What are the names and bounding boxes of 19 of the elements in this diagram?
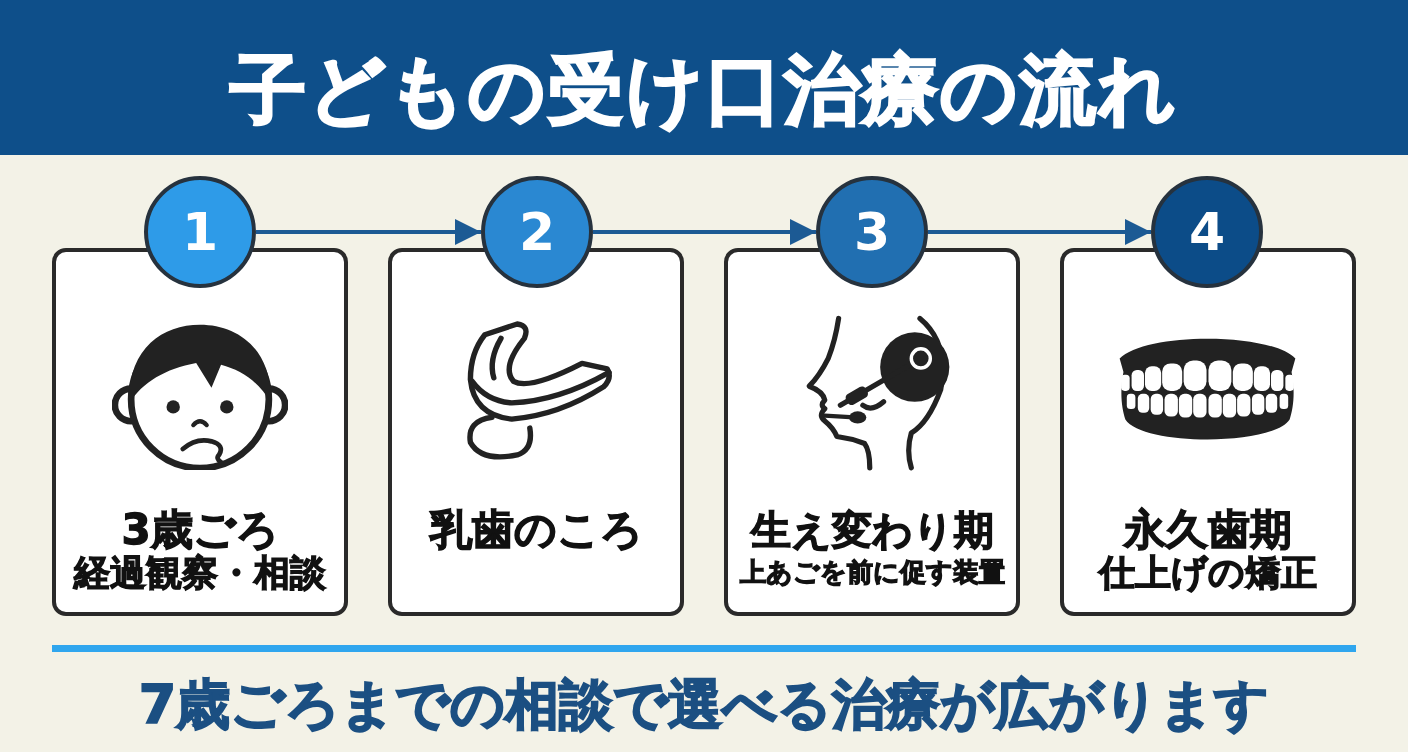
step-heading: 3歳ごろ	[121, 504, 279, 554]
caption: 7歳ごろまでの相談で選べる治療が広がります	[138, 672, 1270, 738]
arrow	[928, 219, 1151, 245]
step-number-circle: 1	[144, 176, 256, 288]
title: 子どもの受け口治療の流れ	[230, 46, 1178, 134]
step-description: 仕上げの矯正	[1099, 551, 1317, 595]
step-number-circle: 4	[1151, 176, 1263, 288]
step-card	[1060, 248, 1356, 616]
step-number-circle: 3	[816, 176, 928, 288]
step-card	[52, 248, 348, 616]
step-description: 上あごを前に促す装置	[739, 557, 1005, 589]
step-number-circle: 2	[481, 176, 593, 288]
step-card	[388, 248, 684, 616]
step-heading: 生え変わり期	[750, 506, 994, 554]
arrow	[593, 219, 816, 245]
step-description: 経過観察・相談	[74, 551, 326, 595]
arrow	[256, 219, 481, 245]
step-heading: 永久歯期	[1124, 504, 1292, 554]
step-heading: 乳歯のころ	[429, 504, 643, 556]
